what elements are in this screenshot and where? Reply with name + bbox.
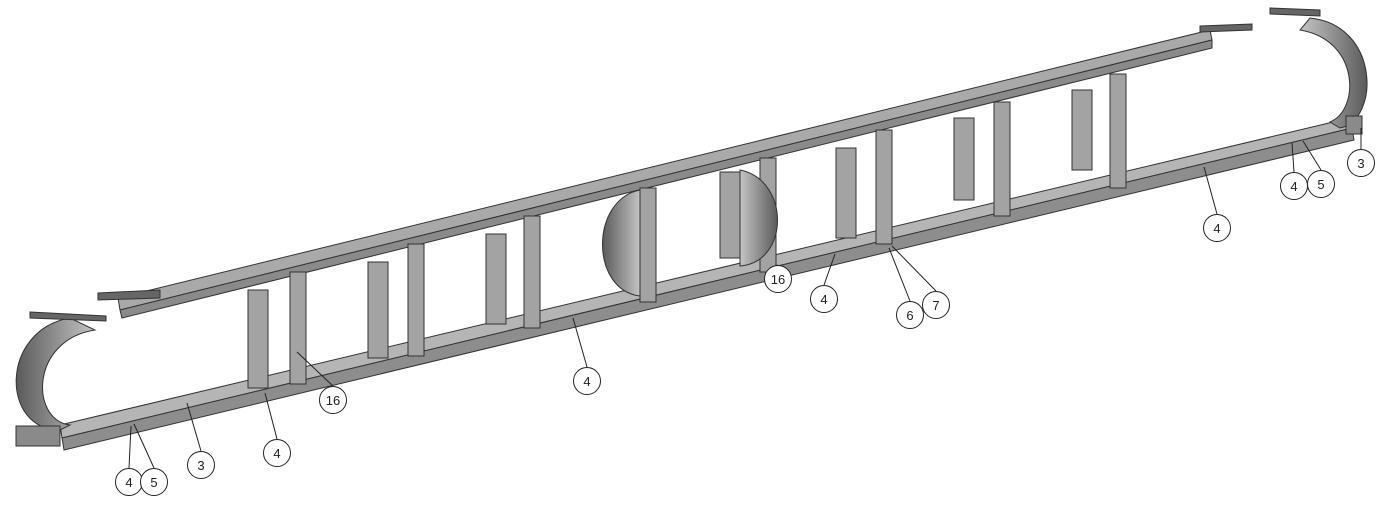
part-balloon: 7 [922,291,950,319]
leader-line [888,247,911,302]
leader-line [133,423,155,469]
right-curved-end [1269,7,1368,135]
part-balloon: 4 [263,439,291,467]
part-balloon: 4 [1280,172,1308,200]
leader-lines [128,128,1362,469]
part-balloon: 5 [1307,170,1335,198]
part-balloon: 3 [187,451,215,479]
top-rail [97,23,1253,319]
leader-line [1291,142,1295,173]
part-balloon: 4 [573,367,601,395]
leader-line [186,402,202,452]
center-curved-guides [602,169,778,297]
part-balloon: 4 [1203,214,1231,242]
part-balloon: 16 [764,265,792,293]
leader-line [128,425,132,469]
leader-line [264,392,278,440]
part-balloon: 4 [810,285,838,313]
part-balloon: 6 [896,301,924,329]
leader-line [823,253,836,286]
part-balloon: 5 [140,468,168,496]
vertical-posts [247,73,1127,389]
leader-line [1203,166,1218,215]
leader-line [1302,140,1322,171]
left-curved-end [15,311,107,447]
leader-line [572,317,588,368]
part-balloon: 3 [1347,149,1375,177]
part-balloon: 4 [115,468,143,496]
leader-line [296,351,334,387]
part-balloon: 16 [319,386,347,414]
leader-line [891,245,937,292]
